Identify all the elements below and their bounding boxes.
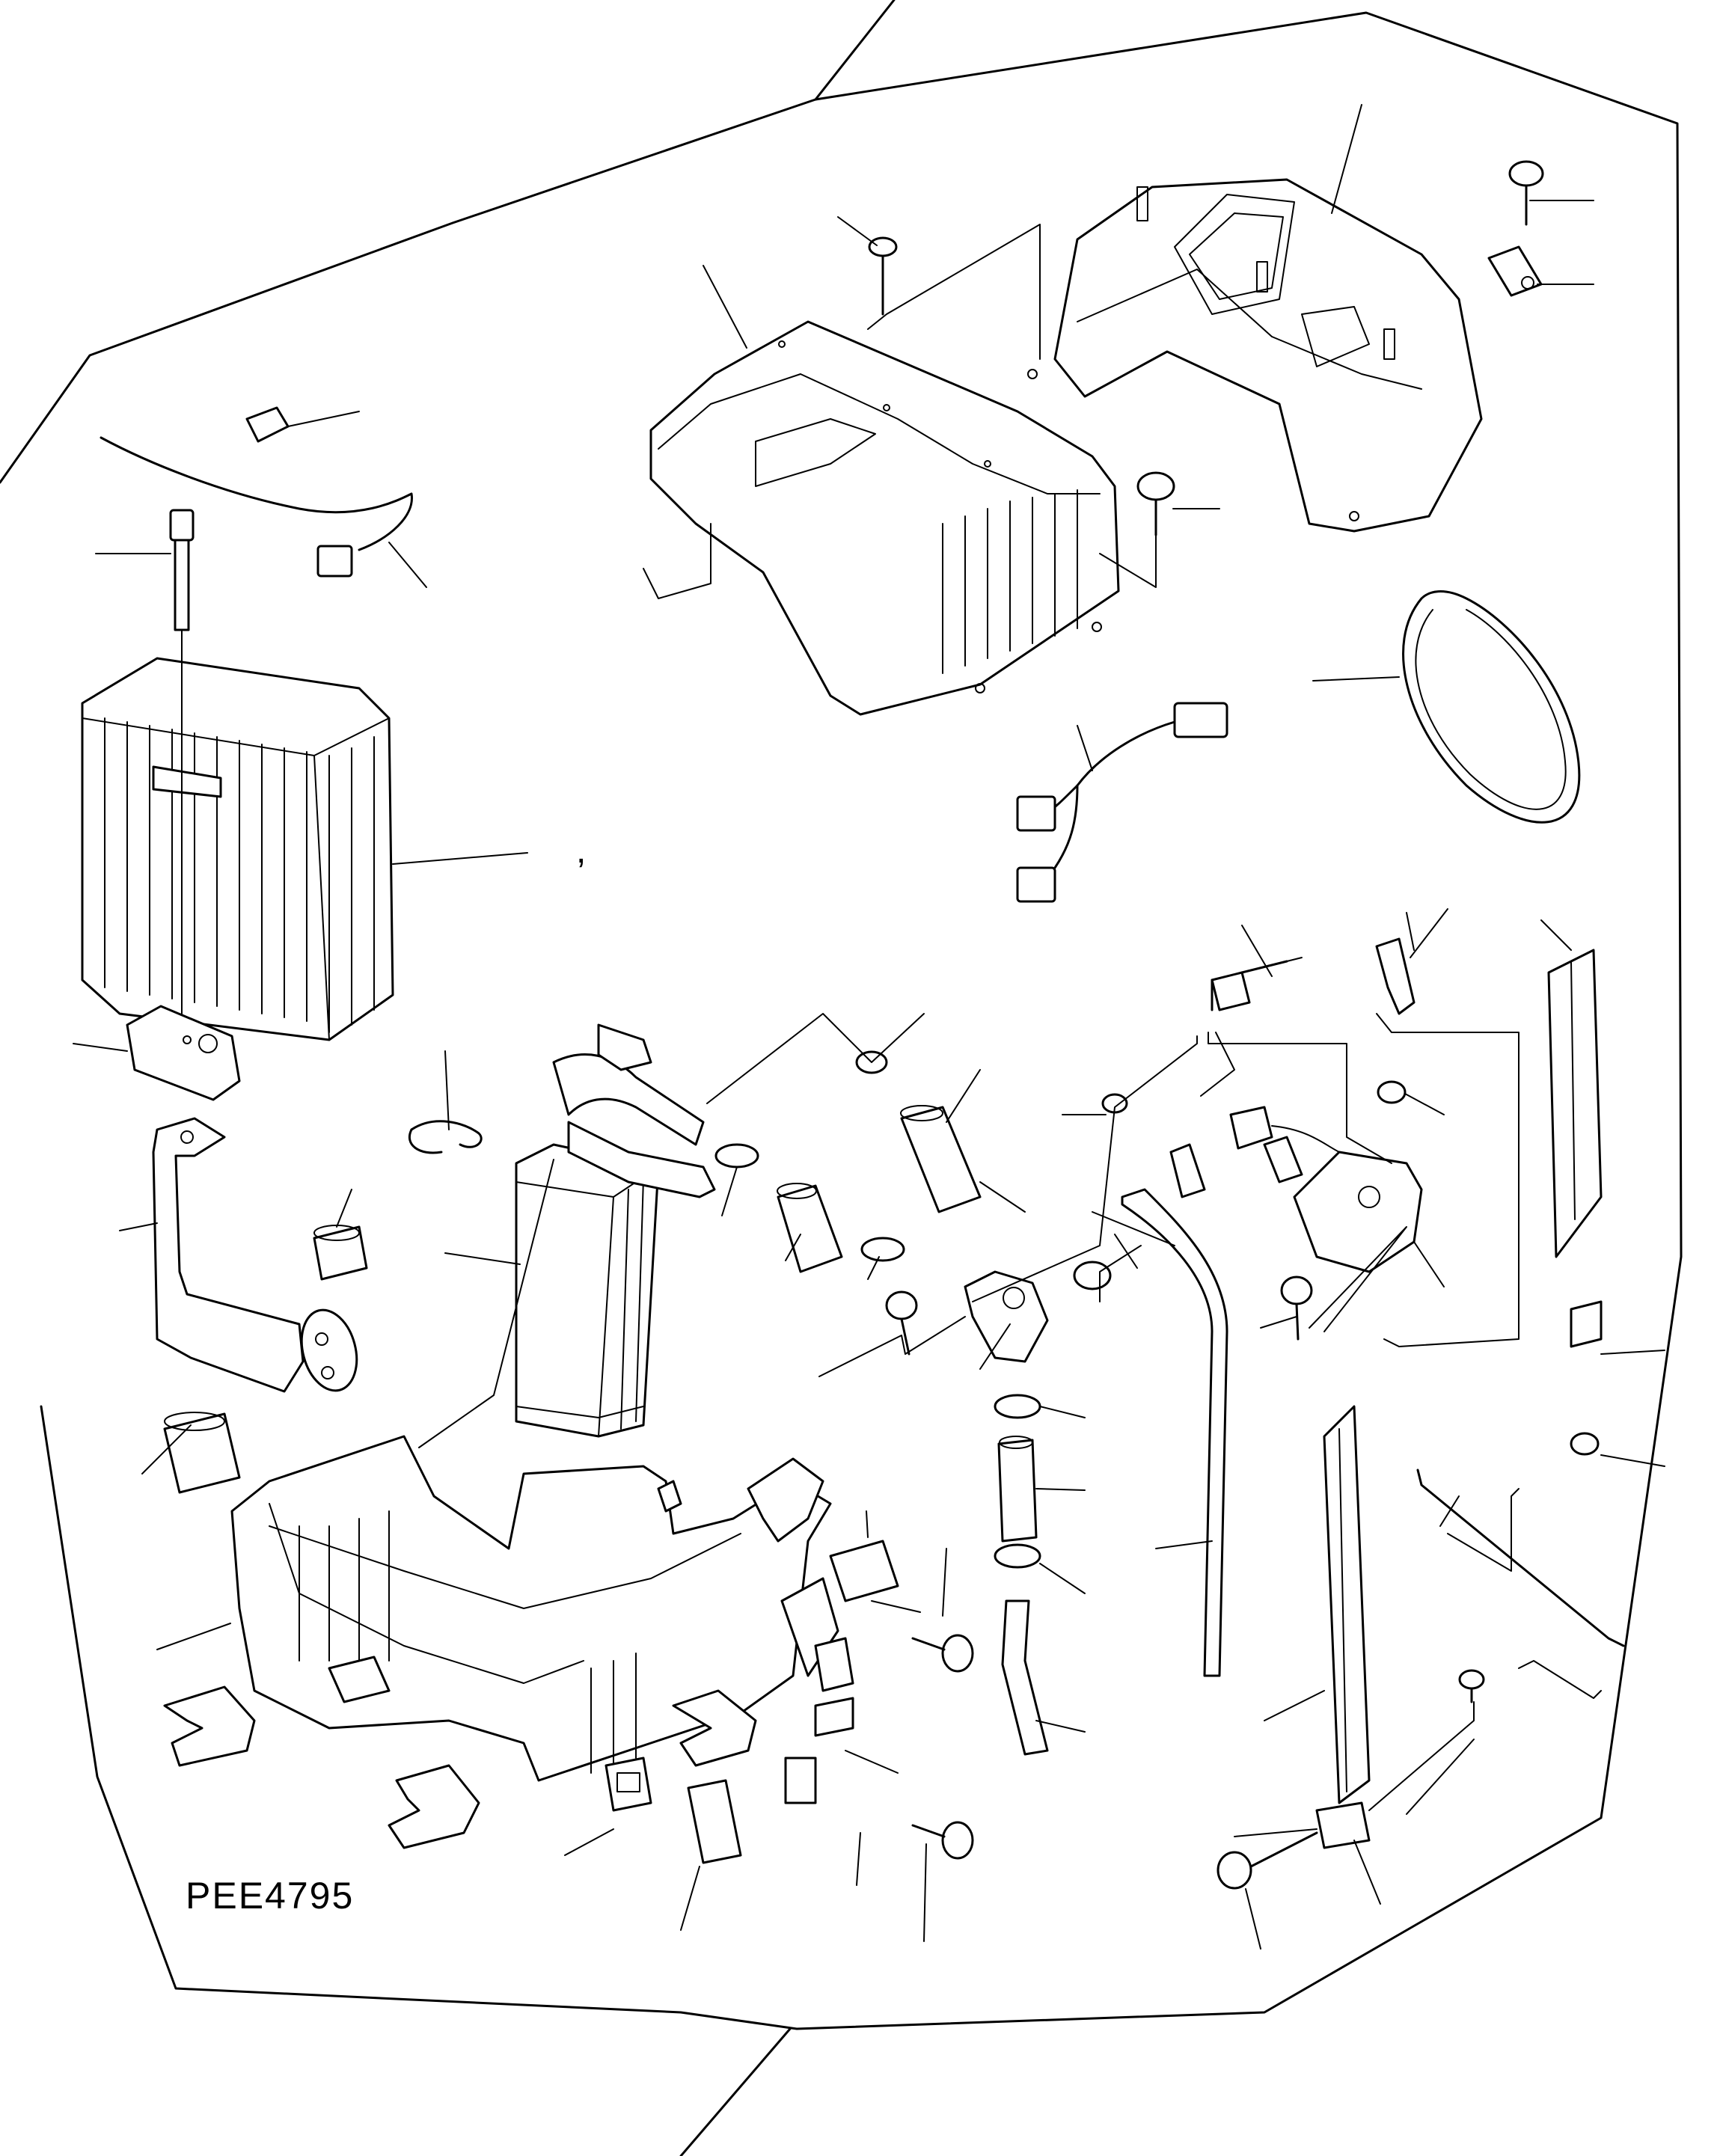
hose-clamp-left	[408, 1120, 483, 1154]
screw-actuator	[1280, 1275, 1313, 1341]
sleeve-large	[163, 1412, 241, 1494]
screw-bottom-1	[911, 1634, 974, 1673]
leader-lines	[73, 104, 1665, 1950]
evaporator-core	[81, 657, 394, 1041]
bracket-top-right	[1487, 245, 1543, 297]
clip-bottom-right	[1458, 1669, 1485, 1703]
diagram-boundary	[0, 0, 1683, 2156]
plug-cap	[868, 236, 898, 316]
sleeve-small	[313, 1225, 368, 1281]
screw-valve	[885, 1290, 918, 1356]
expansion-valve-bolt	[169, 509, 195, 1033]
clip-bottom-left	[605, 1757, 652, 1812]
mounting-brackets	[747, 1457, 899, 1804]
drawing-code: PEE4795	[186, 1875, 355, 1917]
screw-bottom-right	[1216, 1831, 1318, 1890]
link-lever	[1375, 937, 1416, 1015]
screw-bottom-2	[911, 1821, 974, 1860]
sensor-wire	[100, 406, 413, 578]
control-cable	[1211, 957, 1303, 1011]
wire-harness	[1016, 702, 1228, 903]
screw-top-right	[1508, 160, 1544, 226]
servo-actuator	[1229, 1106, 1423, 1273]
link-rod	[1416, 1469, 1625, 1647]
bracket-bottom-right	[1315, 1801, 1371, 1849]
connectors-right	[1169, 1080, 1407, 1198]
air-filter-upper	[1547, 949, 1603, 1258]
heater-core	[515, 1023, 716, 1438]
filter-bracket	[1570, 1300, 1603, 1456]
plate-bottom-left	[687, 1779, 742, 1864]
expansion-valve	[126, 1005, 241, 1101]
lower-case	[163, 1435, 832, 1849]
screw-center	[1136, 471, 1175, 536]
seal-ring	[1402, 590, 1581, 824]
air-filter-lower	[1323, 1405, 1371, 1804]
upper-case-cover	[643, 320, 1120, 716]
hose-pieces	[777, 1105, 1228, 1756]
water-valve	[964, 1270, 1049, 1363]
stray-mark: ,	[576, 831, 587, 871]
blower-housing	[1027, 178, 1483, 533]
refrigerant-pipe	[152, 1117, 358, 1393]
hose-clamps	[714, 1050, 1128, 1569]
